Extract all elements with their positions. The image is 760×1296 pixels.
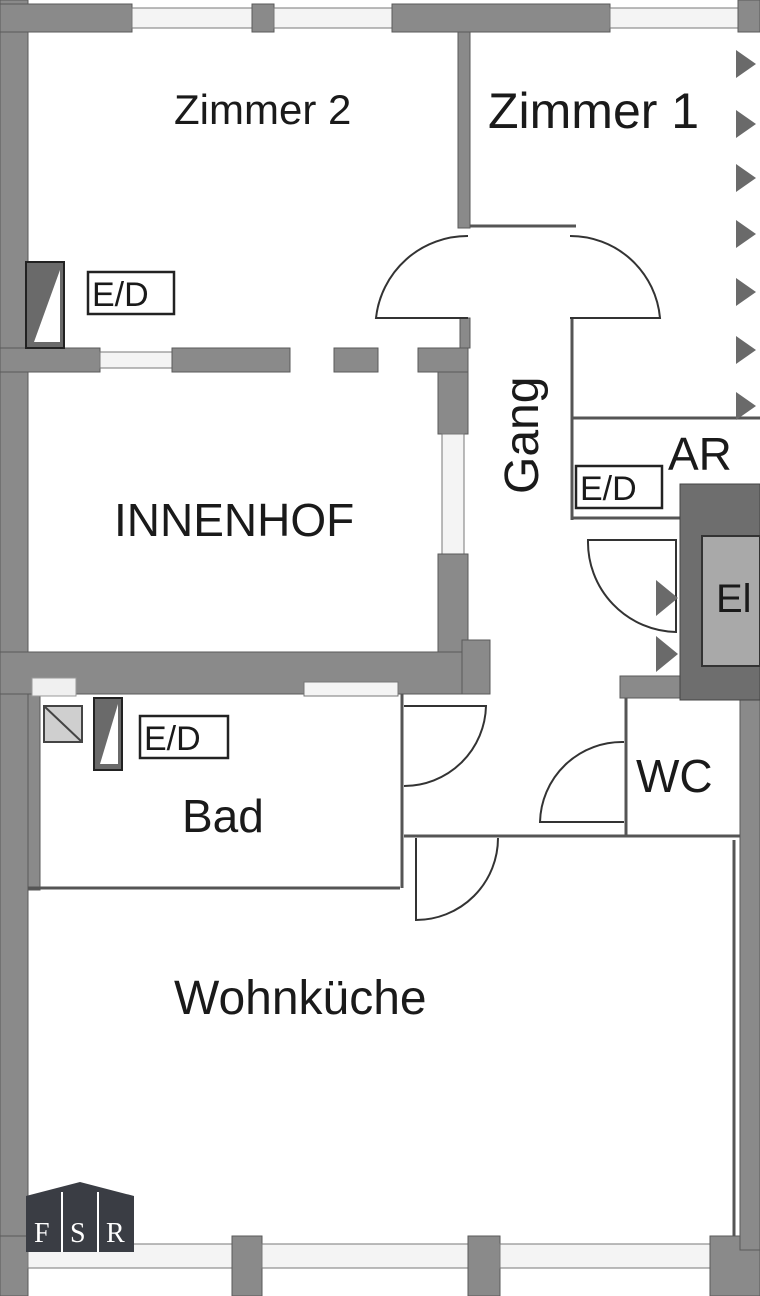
room-wc: WC — [636, 750, 713, 802]
arrow-8 — [656, 580, 678, 616]
logo-roof — [26, 1182, 134, 1252]
fsr-logo: F S R — [26, 1182, 134, 1252]
logo-letter-r: R — [106, 1218, 125, 1249]
door-bad — [403, 705, 488, 787]
arrow-9 — [656, 636, 678, 672]
wall-innenhof-corner — [461, 639, 491, 695]
window-bad — [303, 681, 399, 697]
wall-top-1 — [0, 3, 133, 33]
el-label: El — [716, 577, 752, 621]
duct-bad-white — [31, 677, 77, 697]
window-bottom-3 — [499, 1243, 711, 1269]
door-zimmer2 — [374, 234, 469, 319]
arrow-7 — [736, 392, 756, 420]
wall-corridor-left-top — [459, 317, 471, 349]
window-top-1 — [131, 7, 253, 29]
wall-bottom-3 — [467, 1235, 501, 1296]
shaft-inner — [701, 535, 760, 667]
wall-innenhof-right-2 — [437, 553, 469, 655]
wall-right-lower — [739, 689, 760, 1251]
room-bad: Bad — [182, 790, 264, 842]
wall-top-2 — [251, 3, 275, 33]
door-wohnkueche — [415, 837, 499, 922]
window-top-3 — [609, 7, 739, 29]
ed-label-gang: E/D — [580, 470, 637, 508]
arrow-6 — [736, 336, 756, 364]
wall-top-4 — [737, 0, 760, 33]
arrow-4 — [736, 220, 756, 248]
wall-zimmer2-bottom-2 — [171, 347, 291, 373]
ed-box-gang — [574, 464, 664, 510]
room-ar: AR — [668, 428, 732, 480]
window-innenhof-right — [441, 433, 465, 555]
door-zimmer1 — [569, 234, 662, 319]
door-ar — [586, 539, 677, 634]
wall-zimmer2-bottom-3 — [333, 347, 379, 373]
wall-innenhof-bottom — [0, 651, 491, 695]
wall-zimmer2-bottom-1 — [0, 347, 101, 373]
arrow-3 — [736, 164, 756, 192]
duct-zimmer2-diag — [34, 270, 60, 342]
arrow-2 — [736, 110, 756, 138]
room-zimmer2: Zimmer 2 — [174, 86, 351, 133]
arrow-5 — [736, 278, 756, 306]
room-zimmer1: Zimmer 1 — [488, 83, 699, 139]
duct-bad-diag — [100, 704, 118, 764]
logo-letter-s: S — [70, 1218, 86, 1249]
wall-left — [0, 0, 29, 1296]
wall-bad-left — [27, 693, 41, 891]
room-wohnkueche: Wohnküche — [174, 972, 427, 1025]
wall-zimmer-divider — [457, 31, 471, 229]
wall-zimmer2-bottom-4 — [417, 347, 469, 373]
ed-box-bad — [138, 714, 230, 760]
room-gang: Gang — [496, 377, 549, 494]
duct-bad-small-line — [43, 705, 83, 743]
wall-innenhof-right — [437, 371, 469, 435]
door-wc — [538, 740, 625, 823]
room-innenhof: INNENHOF — [114, 494, 354, 546]
wall-wc-corner — [619, 675, 683, 699]
wall-bottom-2 — [231, 1235, 263, 1296]
window-zimmer2-bottom — [99, 351, 173, 369]
wall-top-3 — [391, 3, 611, 33]
logo-letter-f: F — [34, 1218, 50, 1249]
ed-box-zimmer2 — [86, 270, 176, 316]
window-top-2 — [273, 7, 393, 29]
window-bottom-2 — [261, 1243, 469, 1269]
ed-label-zimmer2: E/D — [92, 276, 149, 314]
arrow-1 — [736, 50, 756, 78]
ed-label-bad: E/D — [144, 720, 201, 758]
wall-bottom-1 — [0, 1235, 29, 1296]
